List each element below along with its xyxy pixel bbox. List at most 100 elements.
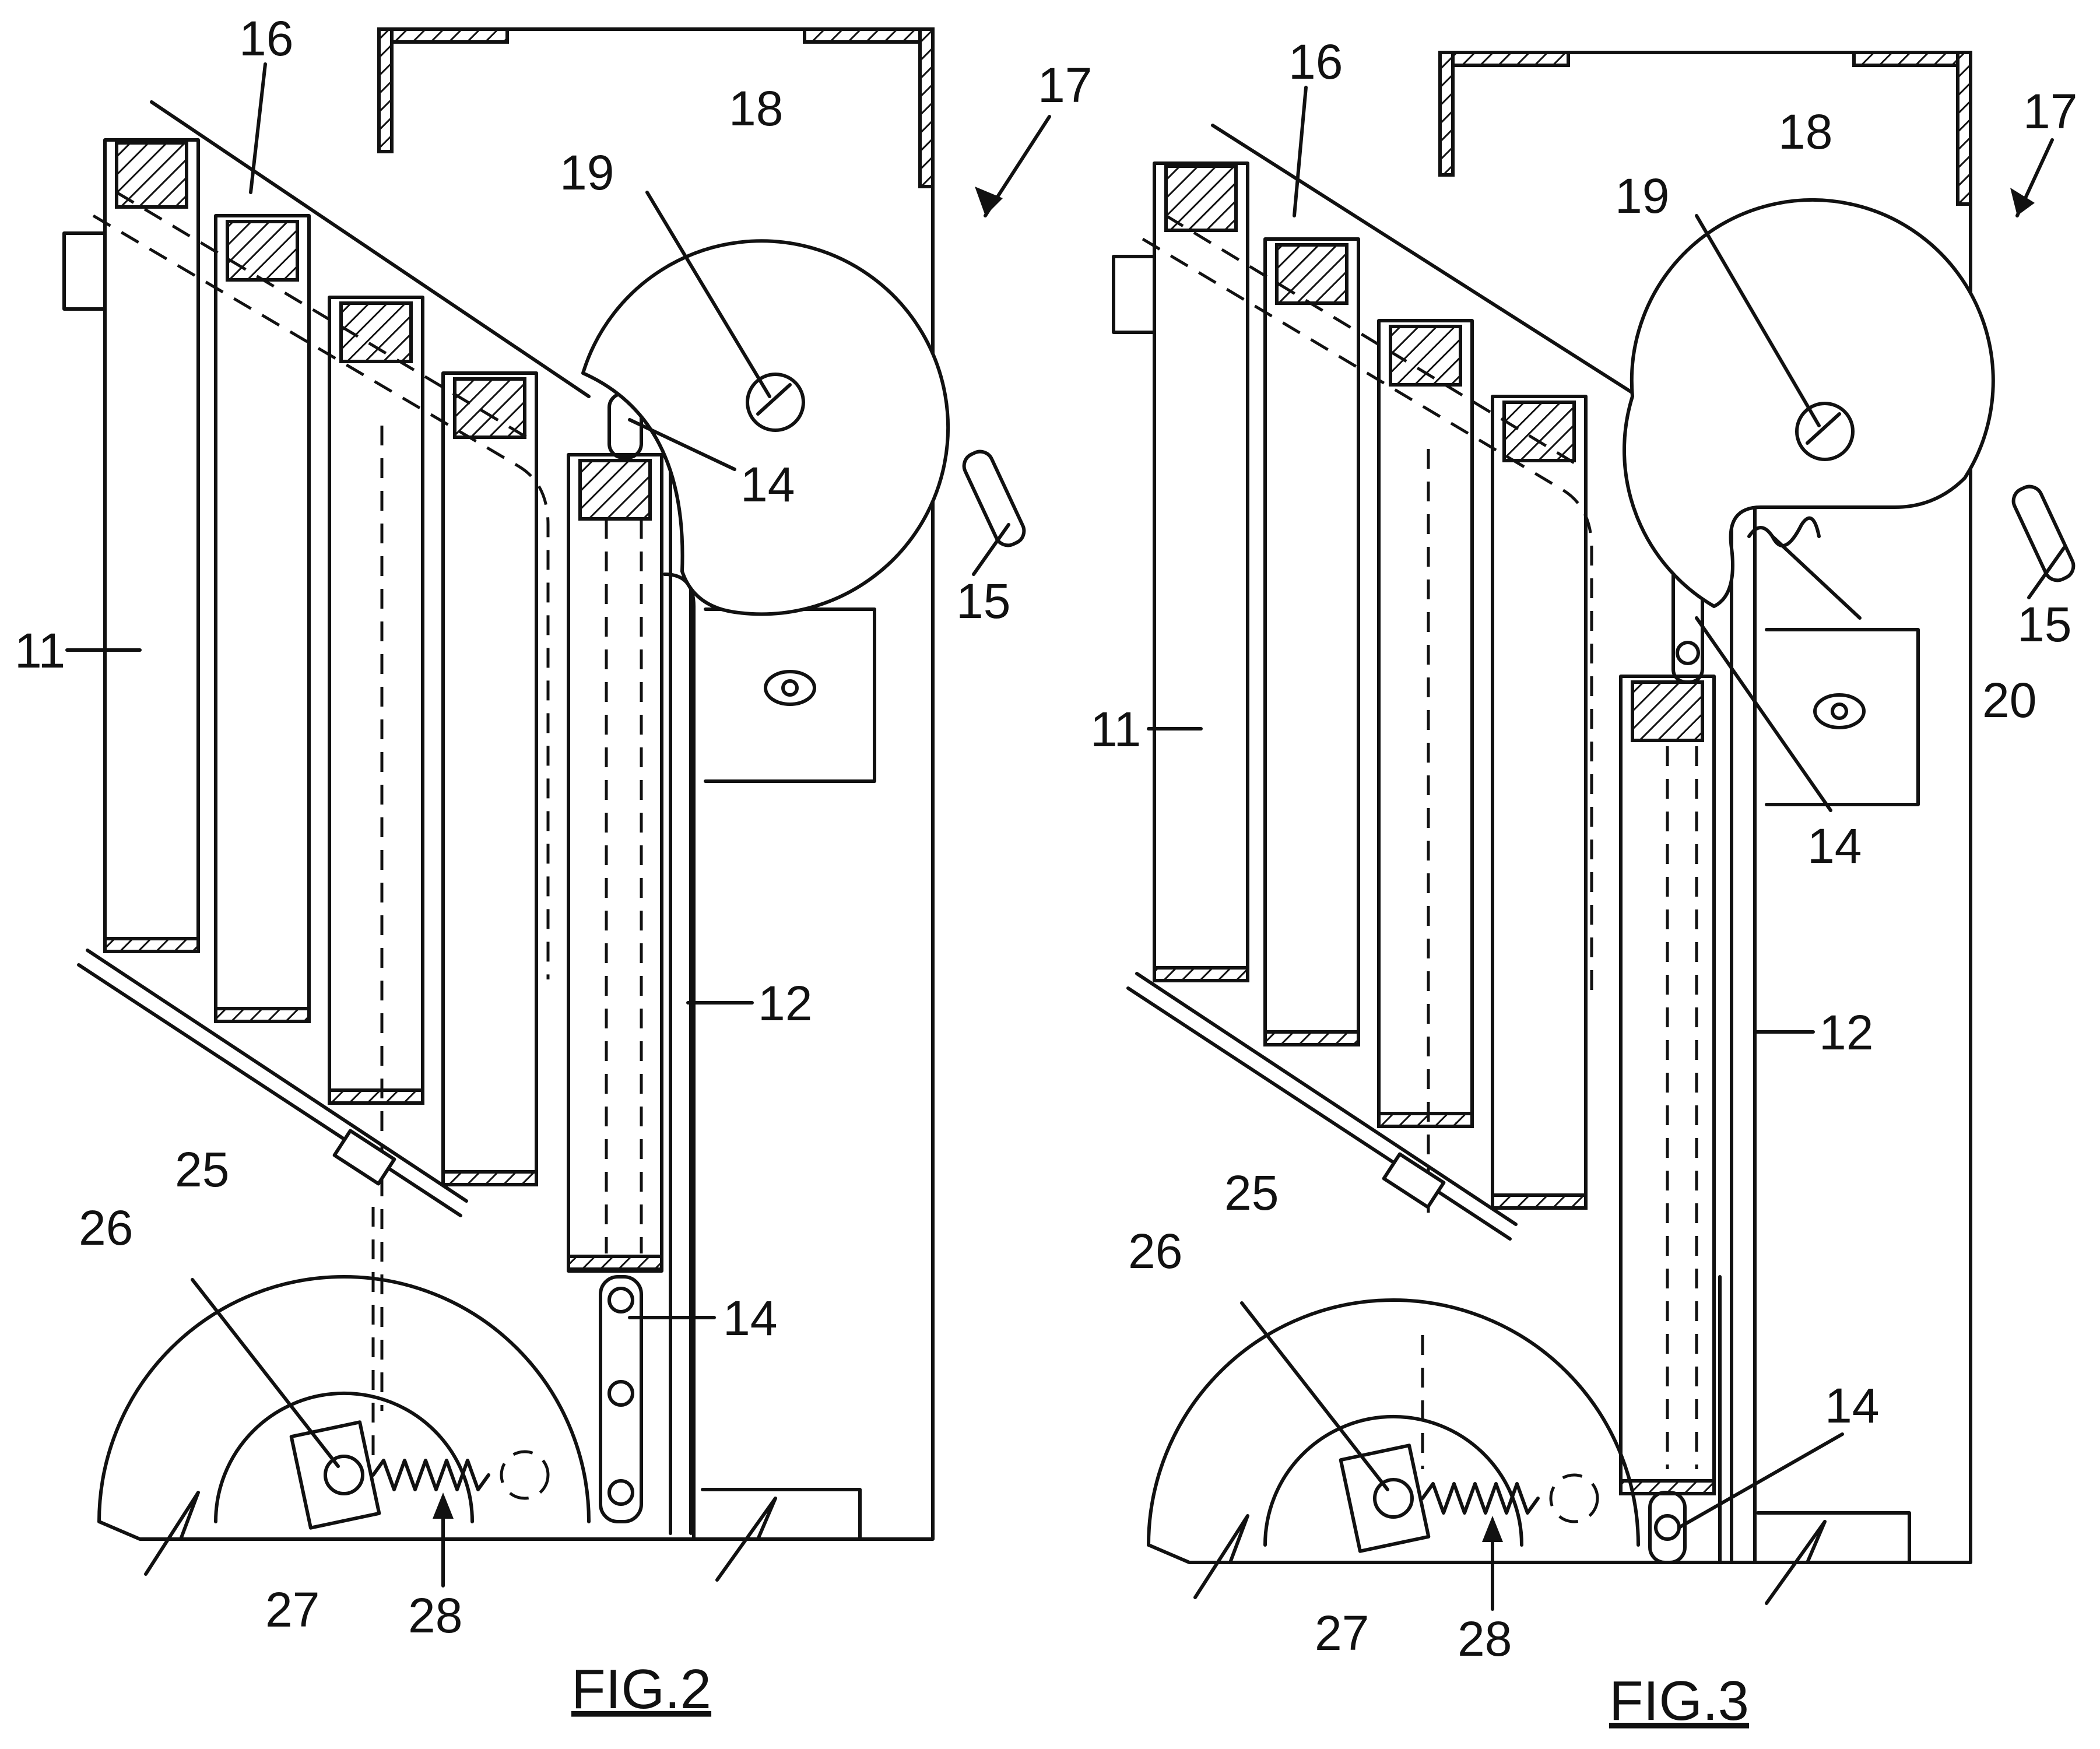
spring-28 [371,1459,490,1491]
bracket-nut [764,670,816,706]
tube-4-cap [1502,401,1576,462]
link-15 [962,449,1026,547]
tube-4-foot [1491,1193,1588,1210]
tube-5 [567,453,663,1273]
tube-1-foot [103,937,200,953]
label-19: 19 [560,145,614,200]
tube-3-foot [328,1088,424,1105]
label-27: 27 [1315,1606,1369,1660]
tube-2-cap [1275,243,1349,305]
break-mark-right [715,1497,777,1582]
wheel-inner [1263,1415,1523,1547]
leader-14b [1677,1432,1844,1529]
chute-nut [332,1129,396,1186]
chute-plate-top [1135,972,1518,1226]
label-27: 27 [265,1582,319,1637]
label-25: 25 [1224,1165,1279,1220]
label-18: 18 [729,81,783,136]
tube-4-foot [441,1170,538,1186]
spring-anchor [500,1450,550,1500]
link-15 [2011,484,2076,582]
cover-side-right [918,27,935,188]
magazine-top-line [1211,124,1640,398]
arrow-28 [433,1492,454,1519]
figure-3: 11 12 14 14 15 16 17 18 19 20 25 26 27 2… [1090,34,2077,1732]
spring-28 [1421,1482,1540,1515]
hidden-line-1 [92,214,550,979]
side-tab [62,231,107,311]
leader-19 [645,191,771,398]
tube-5-foot [567,1255,663,1271]
hidden-line-2 [115,191,538,445]
label-28: 28 [408,1588,462,1643]
label-18: 18 [1778,104,1832,159]
chain-roller-2 [607,1380,634,1407]
chain-lower [599,1275,643,1523]
magazine-tubes [1153,161,1716,1495]
magazine-tubes [103,138,663,1273]
mount-bracket [1765,628,1920,806]
leader-14a [628,418,736,471]
tube-2-cap [226,220,299,282]
cover-side-right [1956,51,1972,206]
notch-20-contents [1747,516,1821,547]
label-25: 25 [175,1142,229,1197]
label-15: 15 [2017,597,2071,652]
tube-4-cap [453,377,526,439]
leader-20 [1771,535,1862,620]
label-14a: 14 [1807,819,1862,873]
cam-shaft [746,373,805,432]
base-line [1147,1543,1722,1564]
pivot-26 [1373,1478,1414,1519]
side-tab [1112,255,1156,334]
chute-plate-bottom [77,963,462,1217]
cam-shaft-hatch [756,383,792,416]
label-12: 12 [1819,1005,1873,1060]
label-11: 11 [15,623,65,678]
tube-1-foot [1153,966,1249,982]
label-14b: 14 [723,1291,777,1346]
spring-anchor [1549,1473,1599,1523]
label-26: 26 [1128,1224,1182,1279]
arrow-17 [2010,188,2035,216]
frame-outline [1450,51,1972,1564]
leader-16 [1293,86,1308,217]
tube-2 [214,214,311,1022]
label-16: 16 [239,11,293,66]
chain-roller-3 [607,1479,634,1506]
leader-15 [972,523,1010,576]
break-mark-left [1193,1514,1249,1599]
top-cover-left [377,27,509,44]
label-26: 26 [79,1200,133,1255]
tube-3-foot [1377,1112,1474,1128]
tube-3 [328,296,424,1104]
caption-fig3: FIG.3 [1609,1670,1749,1732]
chute-plate-bottom [1126,986,1512,1241]
hidden-line-1 [1142,237,1593,1003]
arrow-17 [975,187,1003,216]
label-28: 28 [1458,1611,1512,1666]
cam-shaft-hatch [1806,412,1841,445]
break-mark-right [1765,1520,1827,1605]
tube-4 [1491,395,1588,1209]
cover-side-left [377,27,394,153]
top-cover-right [803,27,935,44]
magazine-top-line [150,100,591,398]
leader-16 [249,62,267,194]
break-mark-left [144,1491,200,1576]
tube-1-cap [115,141,188,209]
tube-5-cap [578,459,652,521]
chain-roller-1 [607,1287,634,1313]
tube-2-foot [214,1007,311,1023]
tube-4 [441,371,538,1185]
tube-2-foot [1263,1030,1360,1046]
label-11: 11 [1090,702,1141,757]
tube-3-cap [1389,325,1462,387]
leader-26 [191,1278,340,1468]
wheel-outer [97,1275,591,1523]
leader-19 [1695,214,1821,427]
label-19: 19 [1615,168,1669,223]
label-17: 17 [1038,58,1092,113]
chute-nut [1382,1152,1446,1209]
chain-roller-3 [1654,1514,1681,1541]
